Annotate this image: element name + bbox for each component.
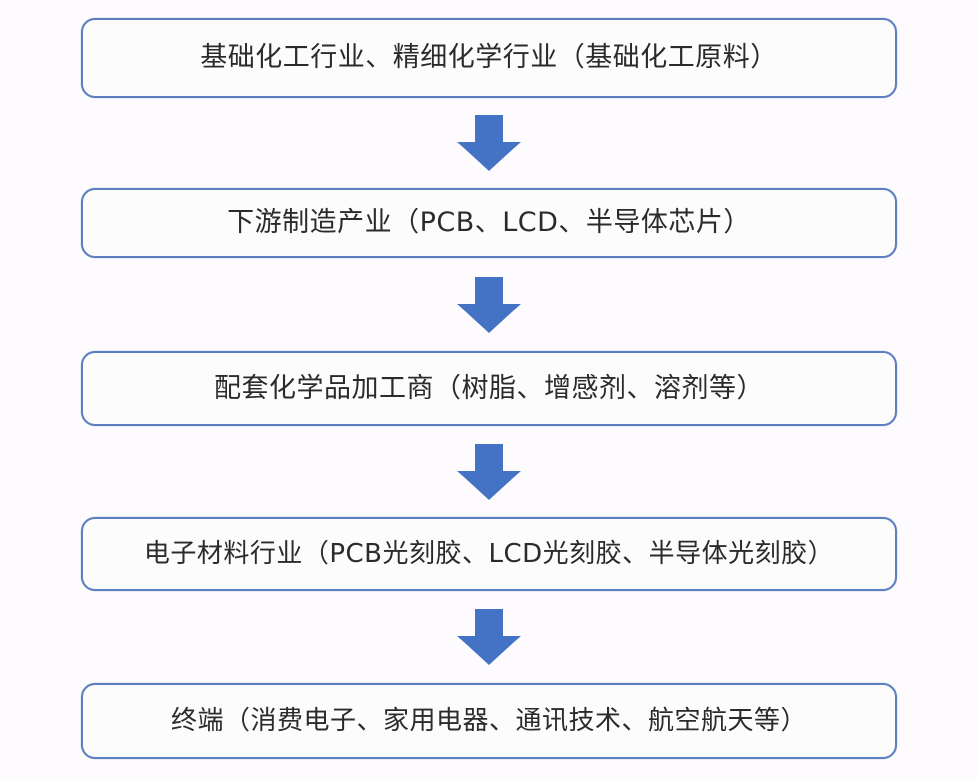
arrow-down-icon bbox=[457, 115, 521, 171]
flow-connector-1 bbox=[454, 98, 524, 188]
flow-node-2-label: 下游制造产业（PCB、LCD、半导体芯片） bbox=[227, 207, 751, 239]
flow-node-2[interactable]: 下游制造产业（PCB、LCD、半导体芯片） bbox=[81, 188, 897, 258]
flow-node-5-label: 终端（消费电子、家用电器、通讯技术、航空航天等） bbox=[170, 705, 807, 736]
arrow-down-icon bbox=[457, 276, 521, 333]
flow-connector-2 bbox=[454, 258, 524, 351]
flow-node-1[interactable]: 基础化工行业、精细化学行业（基础化工原料） bbox=[81, 18, 897, 98]
flow-node-4-label: 电子材料行业（PCB光刻胶、LCD光刻胶、半导体光刻胶） bbox=[143, 538, 835, 569]
flow-connector-3 bbox=[454, 426, 524, 517]
arrow-down-icon bbox=[457, 443, 521, 500]
flow-node-1-label: 基础化工行业、精细化学行业（基础化工原料） bbox=[200, 42, 778, 74]
flow-node-3-label: 配套化学品加工商（树脂、增感剂、溶剂等） bbox=[214, 372, 764, 404]
arrow-down-icon bbox=[457, 609, 521, 665]
flow-connector-4 bbox=[454, 591, 524, 683]
flow-node-5[interactable]: 终端（消费电子、家用电器、通讯技术、航空航天等） bbox=[81, 683, 897, 759]
flow-node-3[interactable]: 配套化学品加工商（树脂、增感剂、溶剂等） bbox=[81, 351, 897, 426]
flow-node-4[interactable]: 电子材料行业（PCB光刻胶、LCD光刻胶、半导体光刻胶） bbox=[81, 517, 897, 591]
